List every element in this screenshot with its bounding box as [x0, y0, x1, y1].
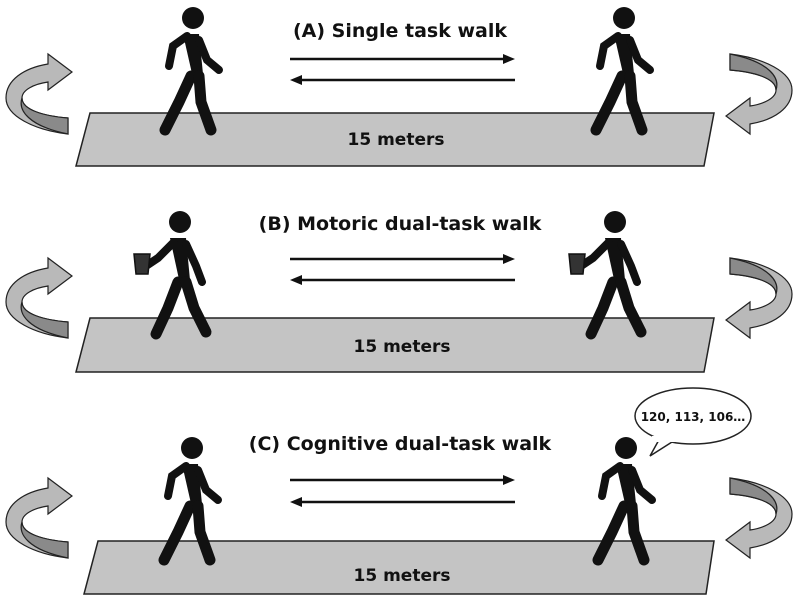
panel-svg: 15 meters (B) Motoric dual-task walk: [5, 211, 793, 373]
cup-icon: [133, 253, 151, 275]
walkway-track: [83, 540, 715, 595]
walkway-distance-label: 15 meters: [354, 337, 451, 357]
turn-arrow-right-icon: [725, 257, 793, 340]
turn-arrow-left-icon: [5, 52, 73, 135]
walkway-distance-label: 15 meters: [348, 130, 445, 150]
direction-arrows: [290, 54, 515, 85]
turn-arrow-left-icon: [5, 256, 73, 339]
walker-with-cup-right-icon: [568, 211, 647, 340]
turn-arrow-right-icon: [725, 477, 793, 560]
turn-arrow-right-icon: [725, 53, 793, 136]
walker-right-icon: [590, 7, 654, 136]
panel-title: (A) Single task walk: [293, 20, 507, 42]
panel-motoric-dual-task: 15 meters (B) Motoric dual-task walk: [0, 200, 800, 400]
cup-icon: [568, 253, 586, 275]
walker-with-cup-left-icon: [133, 211, 212, 340]
panel-title: (C) Cognitive dual-task walk: [249, 433, 552, 455]
panel-single-task: 15 meters (A) Single task walk: [0, 0, 800, 200]
walker-left-icon: [158, 437, 222, 566]
panel-svg: 15 meters (A) Single task walk: [5, 7, 793, 167]
walkway-distance-label: 15 meters: [354, 566, 451, 586]
walkway-track: [75, 112, 715, 167]
walker-left-icon: [159, 7, 223, 136]
speech-bubble-text: 120, 113, 106…: [641, 410, 746, 424]
panel-svg: 15 meters (C) Cognitive dual-task walk 1…: [5, 387, 793, 595]
walkway-track: [75, 317, 715, 373]
turn-arrow-left-icon: [5, 476, 73, 559]
speech-bubble-icon: 120, 113, 106…: [634, 387, 752, 457]
panel-title: (B) Motoric dual-task walk: [259, 213, 542, 235]
panel-cognitive-dual-task: 15 meters (C) Cognitive dual-task walk 1…: [0, 387, 800, 600]
walker-right-icon: [592, 437, 656, 566]
direction-arrows: [290, 475, 515, 507]
direction-arrows: [290, 254, 515, 285]
